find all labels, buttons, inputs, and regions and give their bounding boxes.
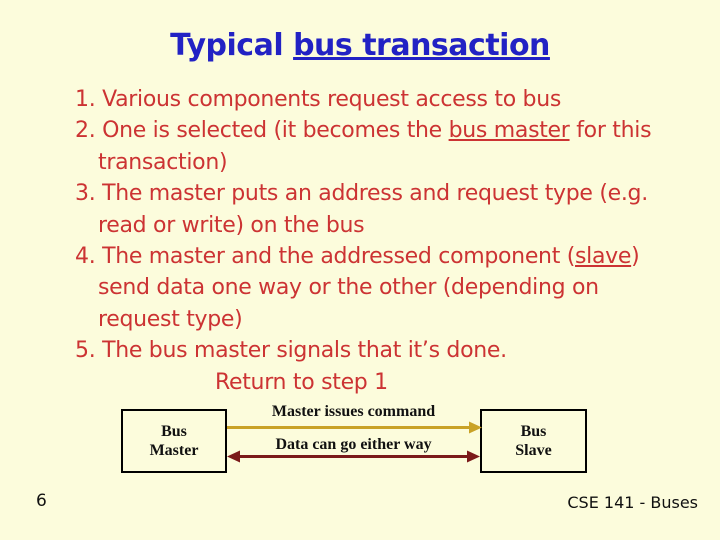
underlined-term: slave bbox=[575, 243, 632, 269]
list-line: Return to step 1 bbox=[215, 367, 715, 398]
list-line: transaction) bbox=[98, 147, 715, 178]
list-line: 1. Various components request access to … bbox=[75, 84, 715, 115]
line-text: read or write) on the bus bbox=[98, 212, 365, 238]
page-number: 6 bbox=[36, 491, 47, 511]
line-text: request type) bbox=[98, 306, 243, 332]
line-text: 4. The master and the addressed componen… bbox=[75, 243, 576, 269]
line-text: Return to step 1 bbox=[215, 369, 388, 395]
bus-master-label: Bus Master bbox=[150, 422, 199, 460]
slide-title: Typical bus transaction bbox=[0, 28, 720, 63]
list-line: 5. The bus master signals that it’s done… bbox=[75, 335, 715, 366]
title-underlined-text: bus transaction bbox=[293, 28, 550, 63]
list-line: read or write) on the bus bbox=[98, 210, 715, 241]
line-text: 2. One is selected (it becomes the bbox=[75, 118, 449, 144]
footer-text: CSE 141 - Buses bbox=[567, 493, 698, 512]
data-arrow-label: Data can go either way bbox=[275, 436, 432, 453]
line-text: send data one way or the other (dependin… bbox=[98, 275, 599, 301]
bus-master-label-line1: Bus bbox=[161, 423, 187, 440]
bus-slave-label-line1: Bus bbox=[520, 423, 547, 440]
line-text: for this bbox=[569, 118, 652, 144]
line-text: ) bbox=[631, 243, 640, 269]
body-list: 1. Various components request access to … bbox=[75, 84, 715, 398]
line-text: 5. The bus master signals that it’s done… bbox=[75, 338, 507, 364]
bus-master-label-line2: Master bbox=[149, 442, 199, 459]
bus-slave-label-line2: Slave bbox=[515, 442, 552, 459]
list-line: request type) bbox=[98, 304, 715, 335]
line-text: transaction) bbox=[98, 149, 228, 175]
list-line: 4. The master and the addressed componen… bbox=[75, 241, 715, 272]
list-line: 2. One is selected (it becomes the bus m… bbox=[75, 115, 715, 146]
bus-master-box: Bus Master bbox=[121, 409, 227, 473]
title-text: Typical bbox=[170, 28, 294, 63]
list-line: send data one way or the other (dependin… bbox=[98, 272, 715, 303]
underlined-term: bus master bbox=[448, 118, 570, 144]
bus-slave-label: Bus Slave bbox=[515, 422, 551, 460]
bus-slave-box: Bus Slave bbox=[480, 409, 587, 473]
command-arrow-label: Master issues command bbox=[271, 403, 436, 420]
line-text: 3. The master puts an address and reques… bbox=[75, 181, 648, 207]
line-text: 1. Various components request access to … bbox=[75, 87, 562, 112]
list-line: 3. The master puts an address and reques… bbox=[75, 178, 715, 209]
